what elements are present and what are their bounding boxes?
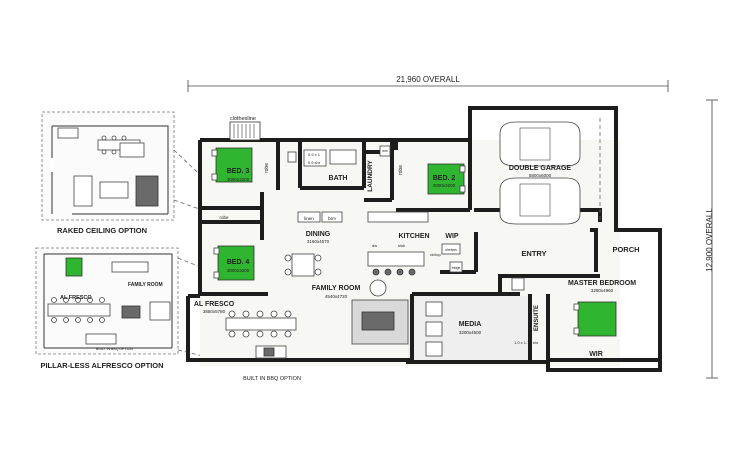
clothesline: clothesline: [229, 116, 261, 141]
master-size: 3280x4960: [591, 288, 614, 293]
brm-label: brm: [328, 216, 336, 221]
pillarless-label: PILLAR-LESS ALFRESCO OPTION: [40, 361, 163, 370]
bed4-size: 3000x3200: [227, 268, 250, 273]
clothesline-label: clothesline: [230, 116, 256, 122]
linen-label: linen: [304, 216, 314, 221]
raked-ceiling-inset: [41, 111, 175, 221]
brm-cupboard: [321, 211, 343, 223]
bed4-bed: [217, 245, 255, 281]
bed3-size: 3000x3200: [227, 177, 250, 182]
media-chair-3: [425, 341, 443, 357]
media-size: 3200x4500: [459, 330, 482, 335]
family-name: FAMILY ROOM: [312, 285, 361, 292]
family-size: 4540x4720: [325, 294, 348, 299]
overall-height-label: 12,900 OVERALL: [705, 208, 714, 272]
bed3-robe: robe: [264, 163, 270, 173]
pillarless-inset: [35, 247, 179, 355]
porch-name: PORCH: [612, 245, 639, 254]
bed4-robe: robe: [219, 215, 229, 220]
master-name: MASTER BEDROOM: [568, 280, 636, 287]
media-chair-2: [425, 321, 443, 337]
wip-name: WIP: [445, 233, 459, 240]
bed2-size: 3000x3200: [433, 183, 456, 188]
bath-name: BATH: [329, 175, 348, 182]
inset-bbq-label: BUILT IN BBQ OPTION: [96, 347, 133, 351]
exterior-walls: [186, 106, 662, 372]
bed2-robe: robe: [398, 165, 404, 175]
wm-label: wm: [382, 149, 388, 153]
shower: [303, 149, 327, 167]
bbq-option-label: BUILT IN BBQ OPTION: [243, 376, 301, 382]
fridge: [449, 261, 463, 273]
wir-name: WIR: [589, 351, 603, 358]
cktop-label: ck/top: [430, 252, 441, 257]
kitchen-island: [367, 251, 425, 267]
master-bed: [577, 301, 617, 337]
ensuite-toilet: [511, 277, 525, 291]
car-1: [499, 121, 581, 167]
bed4-name: BED. 4: [227, 259, 250, 266]
laundry-name: LAUNDRY: [367, 160, 374, 192]
overall-height-dimension: 12,900 OVERALL: [705, 99, 718, 379]
alfresco-name: AL FRESCO: [194, 301, 235, 308]
bed2-bed: [427, 163, 465, 195]
garage-name: DOUBLE GARAGE: [509, 165, 572, 172]
alfresco-table: [225, 317, 297, 331]
dining-table: [291, 253, 315, 277]
kitchen-name: KITCHEN: [398, 233, 429, 240]
shelves: [441, 243, 461, 255]
bathtub: [329, 149, 357, 165]
car-2: [499, 177, 581, 225]
shower-label: 0.9 shr: [308, 160, 321, 165]
media-chair-1: [425, 301, 443, 317]
shower-size: 0.9 x 1: [308, 152, 321, 157]
bed3-name: BED. 3: [227, 168, 250, 175]
raked-ceiling-label: RAKED CEILING OPTION: [57, 226, 147, 235]
bed3-bed: [215, 147, 253, 183]
shelves-label: shelves: [445, 248, 457, 252]
kitchen-bench: [367, 211, 429, 223]
inset-family-label: FAMILY ROOM: [128, 282, 163, 288]
family-rug: [361, 311, 395, 331]
family-round-table: [369, 279, 387, 297]
garage-size: 5800x6000: [529, 173, 552, 178]
linen-cupboard: [297, 211, 321, 223]
entry-name: ENTRY: [521, 249, 546, 258]
media-name: MEDIA: [459, 321, 482, 328]
interior-walls: [200, 140, 660, 362]
inset-alfresco-label: AL FRESCO: [60, 295, 92, 301]
sink-label: sink: [398, 243, 405, 248]
porch-wall: [590, 228, 598, 272]
overall-width-label: 21,960 OVERALL: [396, 75, 460, 84]
dining-size: 3160x4570: [307, 239, 330, 244]
ensuite-name: ENSUITE: [534, 305, 540, 331]
alfresco-size: 3850x5780: [203, 309, 226, 314]
dining-name: DINING: [306, 231, 331, 238]
ensuite-shower: 1.0 x 1.73 shr: [514, 340, 539, 345]
dw-label: dw: [372, 243, 377, 248]
fridge-label: fridge: [452, 266, 461, 270]
washing-machine: [379, 145, 391, 157]
toilet: [287, 151, 297, 163]
overall-width-dimension: 21,960 OVERALL: [187, 75, 669, 92]
bed2-name: BED. 2: [433, 175, 456, 182]
bbq: [263, 347, 275, 357]
